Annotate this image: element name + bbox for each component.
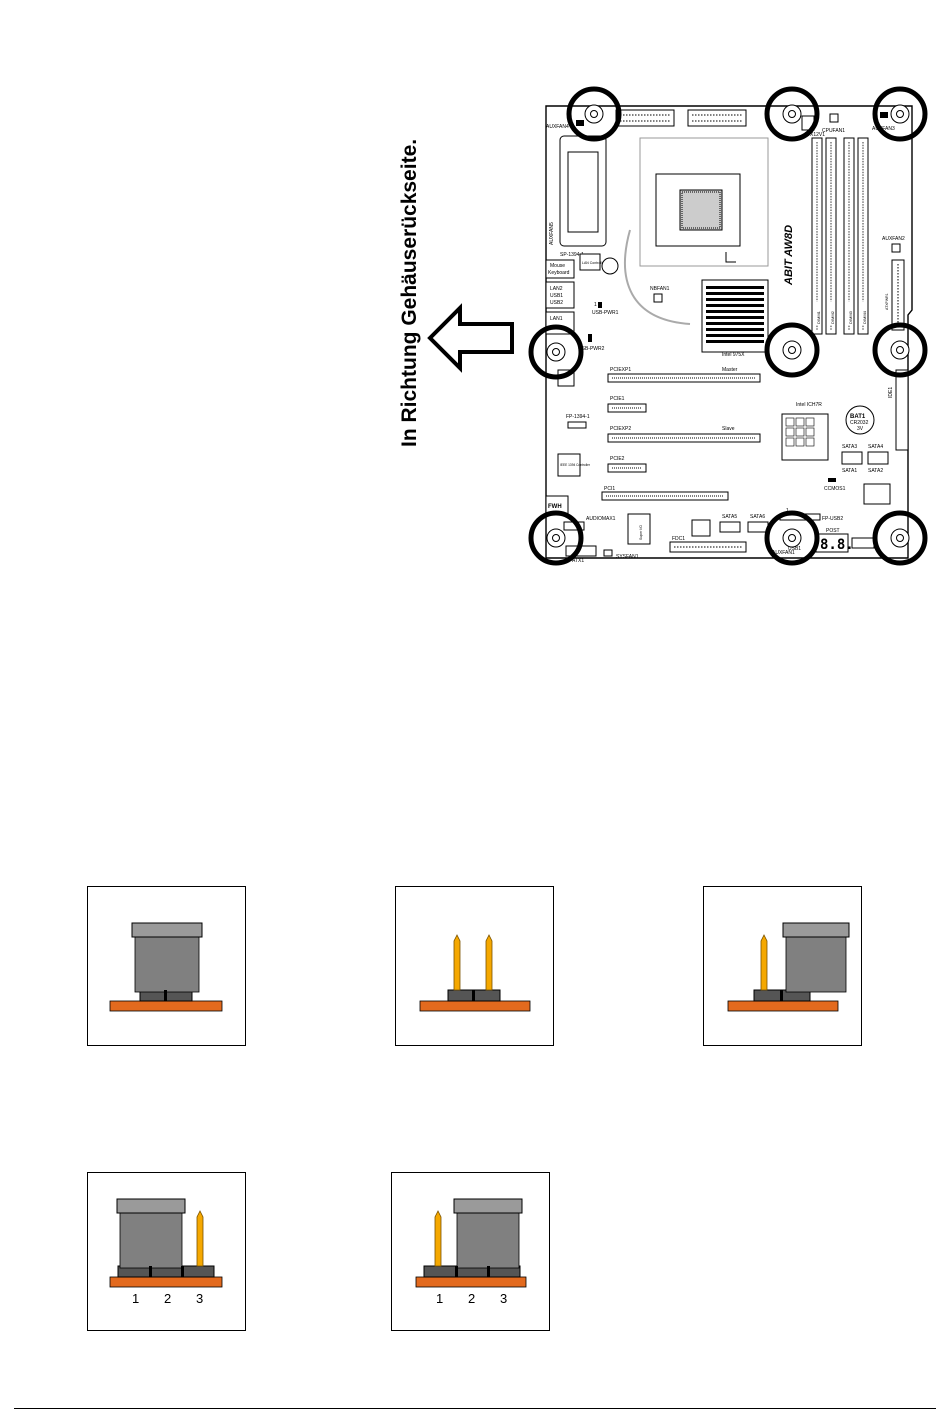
mounting-hole-rings [528,86,928,566]
left-arrow-icon [427,303,514,373]
pin-label-2: 2 [468,1291,475,1306]
pin-label-3: 3 [196,1291,203,1306]
dimm4-label: DIMM4 [862,310,867,324]
usb-pwr2-label: USB-PWR2 [578,346,605,352]
lan-controller-label: LAN Controller [582,261,606,265]
dimm2-label: DIMM2 [830,310,835,324]
dimm1-label: DIMM1 [816,310,821,324]
pin-label-1: 1 [436,1291,443,1306]
auxfan1-label: AUXFAN1 [772,550,795,556]
mounting-holes-overlay [528,86,928,566]
footer-rule [14,1408,936,1409]
sata1-label: SATA1 [842,468,857,474]
ide1-label: IDE1 [888,387,894,398]
ich7r-label: Intel ICH7R [796,402,822,408]
master-label: Master [722,367,738,373]
lan1-label: LAN1 [550,316,563,322]
sata3-port [841,451,863,465]
capacitor [601,257,619,275]
fdc-label: FDC1 [672,536,685,542]
auxfan3-header [880,112,888,118]
pin-label-3: 3 [500,1291,507,1306]
fpusb2-label: FP-USB2 [822,516,843,522]
sata4-label: SATA4 [868,444,883,450]
sata5-label: SATA5 [722,514,737,520]
auxfan4-label: AUXFAN4 [546,124,569,130]
pci1-label: PCI1 [604,486,615,492]
pin-label-1: 1 [132,1291,139,1306]
southbridge-heatsink [781,413,829,461]
auxfan2-label: AUXFAN2 [882,236,905,242]
lan2-port [545,281,575,309]
dimm-slots [811,137,869,335]
ieee-controller-label: IEEE 1394 Controller [560,463,591,467]
sata2-label: SATA2 [868,468,883,474]
post-digits: 8.8. [820,537,854,553]
mouse-label: Mouse [550,263,565,269]
jumper-pins-1-2-closed: 1 2 3 [87,1172,246,1331]
jumper-cap-covering-both-pins [87,886,246,1046]
intel975x-label: Intel 975X [722,352,745,358]
lan2-label: LAN2 [550,286,563,292]
bat-voltage-label: 3V [857,426,864,432]
keyboard-label: Keyboard [548,270,570,276]
cr2032-label: CR2032 [850,420,869,426]
usb1-label: USB1 [788,546,801,552]
jumper-pins-2-3-closed: 1 2 3 [391,1172,550,1331]
post-label: POST [826,528,840,534]
sp1394-label: SP-1394-1 [560,252,584,258]
dimm3-label: DIMM3 [848,310,853,324]
superio-chip [627,513,651,545]
top-connector-2 [687,109,747,127]
pin-label-2: 2 [164,1291,171,1306]
atx12v-label: ATX12V1 [804,132,825,138]
bat1-label: BAT1 [850,414,866,420]
cpufan-label: CPUFAN1 [822,128,845,134]
auxfan2-header [891,243,901,253]
auxfan4-header [576,120,584,126]
sata3-label: SATA3 [842,444,857,450]
ieee-controller-chip [557,453,581,477]
pcie2-label: PCIE2 [610,456,625,462]
sata4-port [867,451,889,465]
small-chip [691,519,711,537]
pcie1-label: PCIE1 [610,396,625,402]
fp1394-label: FP-1394-1 [566,414,590,420]
ps2-port [545,259,575,279]
ccmos-label: CCMOS1 [824,486,846,492]
nbfan-label: NBFAN1 [650,286,670,292]
cpufan-header [829,113,839,123]
usb-pwr1-label: USB-PWR1 [592,310,619,316]
slave-label: Slave [722,426,735,432]
jumper-two-pins-open [395,886,554,1046]
jumper-cap-offset [703,886,862,1046]
sysfan-header [603,549,613,557]
ccmos-jumper [828,478,836,482]
usb-pwr1-pin: 1 [594,302,597,308]
fp1394-header [567,421,587,429]
audiomax-label: AUDIOMAX1 [586,516,616,522]
usb1b-label: USB2 [550,300,563,306]
motherboard-diagram: AUXFAN4 ATX12V1 CPUFAN1 AUXFAN3 AUXFAN5 … [545,105,913,564]
fwh-label: FWH [548,504,562,510]
atxpwr-label: ATXPWR1 [885,293,889,310]
top-connector-1 [615,109,675,127]
pciexp2-label: PCIEXP2 [610,426,631,432]
sysfan-label: SYSFAN1 [616,554,639,560]
auxfan5-label: AUXFAN5 [549,222,555,245]
sata6-label: SATA6 [750,514,765,520]
atx1-label: ATX1 [572,558,584,564]
board-brand: ABIT AW8D [783,225,795,286]
nbfan-header [653,293,663,303]
sata5-port [719,521,741,533]
auxfan3-label: AUXFAN3 [872,126,895,132]
usb1a-label: USB1 [550,293,563,299]
ide-connector [895,369,909,451]
superio-label: Super I/O [639,525,643,540]
battery [845,405,875,435]
pciexp1-label: PCIEXP1 [610,367,631,373]
guru-chip [863,483,891,505]
lan-controller-chip [579,253,601,271]
northbridge-heatsink [701,279,769,353]
